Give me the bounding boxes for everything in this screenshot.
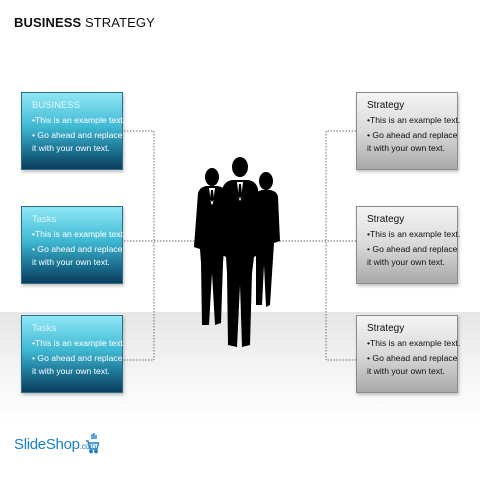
left-box-text: • Go ahead and replace bbox=[32, 353, 123, 363]
logo-suffix: .com bbox=[79, 442, 96, 451]
left-box-text: •This is an example text. bbox=[32, 228, 126, 239]
left-box-heading: Tasks bbox=[32, 214, 57, 225]
slide-title-rest: STRATEGY bbox=[81, 15, 155, 30]
right-box-heading: Strategy bbox=[367, 214, 405, 225]
slide-title: BUSINESS STRATEGY bbox=[14, 15, 155, 30]
right-box-heading: Strategy bbox=[367, 100, 405, 111]
right-box-1: Strategy •This is an example text. • Go … bbox=[356, 92, 461, 170]
cart-icon bbox=[86, 433, 100, 454]
right-box-2: Strategy •This is an example text. • Go … bbox=[356, 206, 461, 284]
right-box-text: it with your own text. bbox=[367, 256, 445, 267]
business-team-silhouette bbox=[194, 157, 280, 347]
left-box-text: •This is an example text. bbox=[32, 114, 126, 125]
left-box-text: it with your own text. bbox=[32, 142, 110, 153]
right-box-text: •This is an example text. bbox=[367, 337, 461, 348]
left-box-text: •This is an example text. bbox=[32, 337, 126, 348]
right-box-text: it with your own text. bbox=[367, 142, 445, 153]
left-box-3: Tasks •This is an example text. • Go ahe… bbox=[21, 315, 126, 393]
right-box-heading: Strategy bbox=[367, 323, 405, 334]
left-box-text: it with your own text. bbox=[32, 256, 110, 267]
left-box-heading: BUSINESS bbox=[32, 100, 81, 111]
right-box-text: • Go ahead and replace bbox=[367, 353, 458, 363]
right-box-text: • Go ahead and replace bbox=[367, 130, 458, 140]
left-box-1: BUSINESS •This is an example text. • Go … bbox=[21, 92, 126, 170]
right-box-3: Strategy •This is an example text. • Go … bbox=[356, 315, 461, 393]
right-box-text: • Go ahead and replace bbox=[367, 244, 458, 254]
left-box-text: • Go ahead and replace bbox=[32, 244, 123, 254]
right-box-text: it with your own text. bbox=[367, 365, 445, 376]
logo-main: SlideShop bbox=[14, 436, 80, 453]
right-box-text: •This is an example text. bbox=[367, 228, 461, 239]
left-box-2: Tasks •This is an example text. • Go ahe… bbox=[21, 206, 126, 284]
slide-title-bold: BUSINESS bbox=[14, 15, 82, 30]
left-box-heading: Tasks bbox=[32, 323, 57, 334]
right-box-text: •This is an example text. bbox=[367, 114, 461, 125]
left-box-text: • Go ahead and replace bbox=[32, 130, 123, 140]
slideshop-logo: SlideShop.com bbox=[14, 436, 96, 453]
left-box-text: it with your own text. bbox=[32, 365, 110, 376]
